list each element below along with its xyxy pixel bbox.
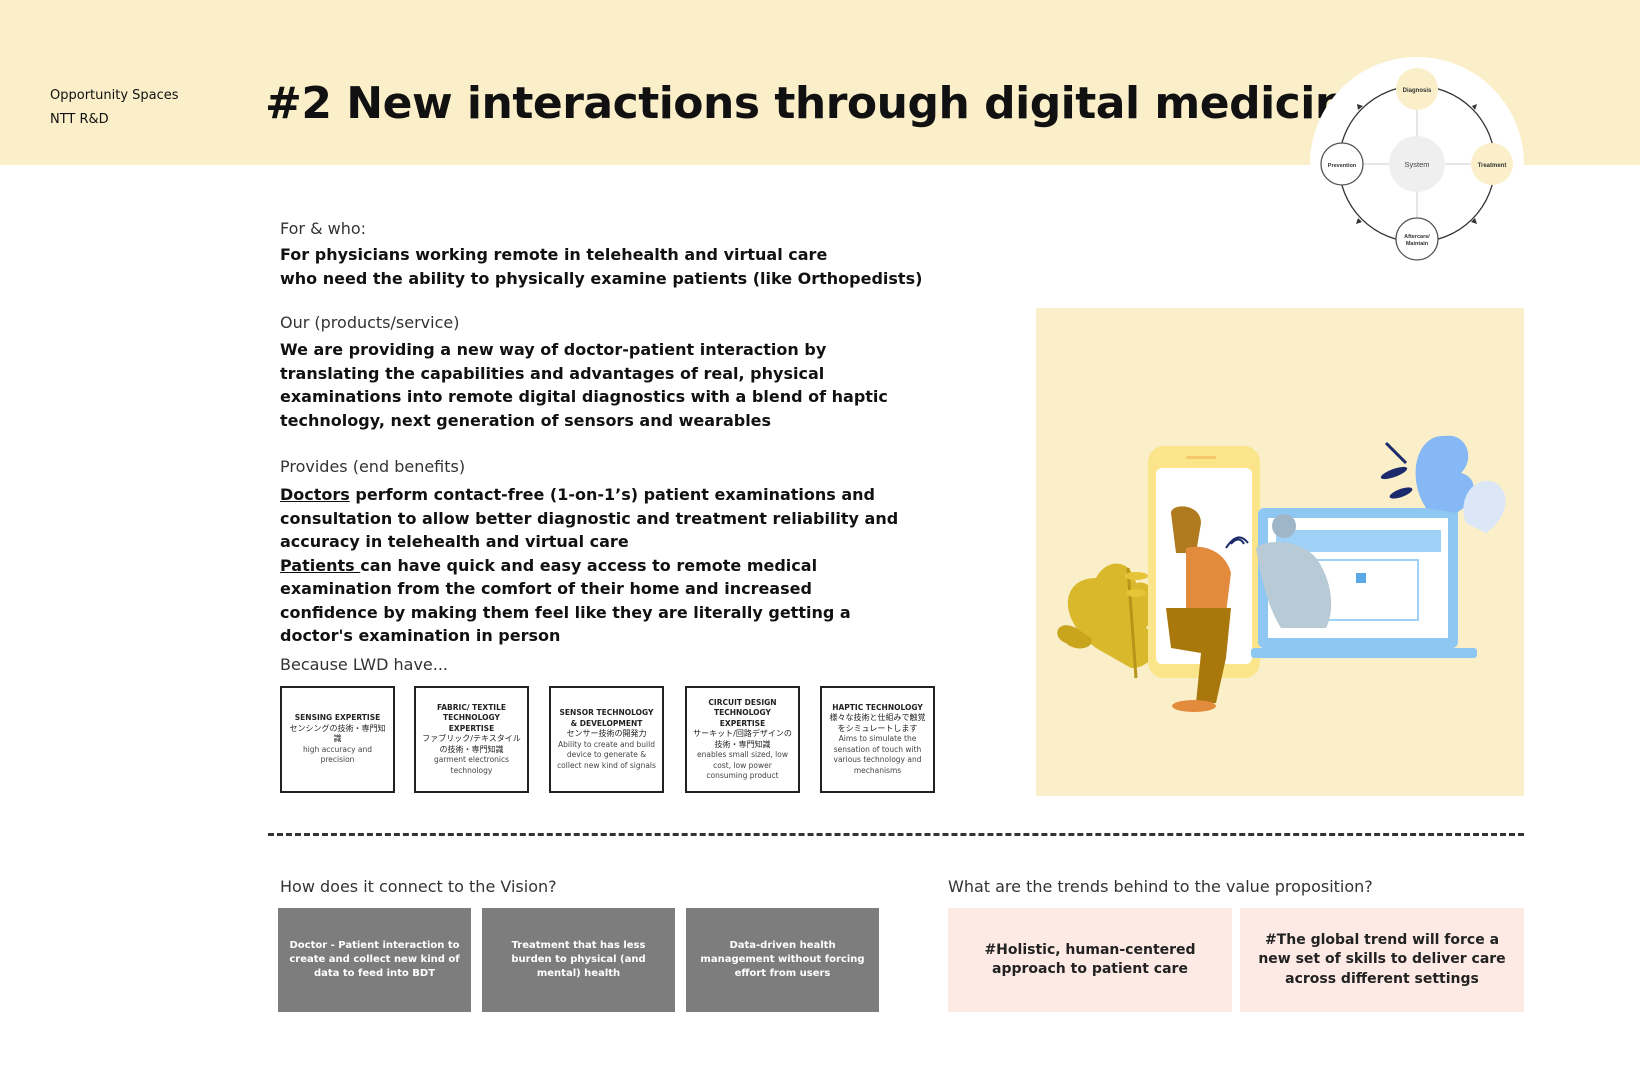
trend-card: #The global trend will force a new set o… [1240, 908, 1524, 1012]
trends-label: What are the trends behind to the value … [948, 877, 1373, 896]
org-line-1: Opportunity Spaces [50, 88, 179, 103]
for-who-text: For physicians working remote in telehea… [280, 243, 980, 290]
capability-card: SENSING EXPERTISE センシングの技術・専門知識 high acc… [280, 686, 395, 793]
vision-card: Data-driven health management without fo… [686, 908, 879, 1012]
org-line-2: NTT R&D [50, 112, 109, 127]
patients-keyword: Patients [280, 555, 361, 575]
capability-title: CIRCUIT DESIGN TECHNOLOGY EXPERTISE [708, 697, 777, 728]
capability-card: HAPTIC TECHNOLOGY 様々な技術と仕組みで触覚をシミュレートします… [820, 686, 935, 793]
illustration-panel [1036, 308, 1524, 796]
vision-card: Treatment that has less burden to physic… [482, 908, 675, 1012]
capability-jp: ファブリック/テキスタイルの技術・専門知識 [422, 734, 521, 754]
products-text: We are providing a new way of doctor-pat… [280, 340, 888, 430]
capability-title: SENSING EXPERTISE [294, 713, 381, 723]
cycle-node-treatment [1471, 143, 1513, 185]
cycle-center-node [1389, 136, 1445, 192]
products-label: Our (products/service) [280, 313, 460, 332]
care-cycle-svg: System Diagnosis Treatment Aftercare/ Ma… [1320, 68, 1513, 261]
cycle-label-aftercare-1: Aftercare/ [1404, 234, 1430, 240]
capability-desc: enables small sized, low cost, low power… [697, 750, 788, 780]
capability-jp: サーキット/回路デザインの技術・専門知識 [693, 729, 792, 749]
cycle-label-diagnosis: Diagnosis [1403, 88, 1432, 94]
cycle-center-label: System [1404, 160, 1429, 169]
benefits-label: Provides (end benefits) [280, 457, 466, 476]
vision-label: How does it connect to the Vision? [280, 877, 557, 896]
benefits-patients: Patients can have quick and easy access … [280, 554, 900, 648]
for-who-line-2: who need the ability to physically exami… [280, 268, 923, 288]
org-info: Opportunity Spaces NTT R&D [50, 84, 179, 132]
cycle-label-prevention: Prevention [1328, 163, 1357, 169]
care-cycle-diagram: System Diagnosis Treatment Aftercare/ Ma… [1310, 57, 1524, 271]
doctor-figure-icon [1272, 514, 1296, 538]
capability-desc: Aims to simulate the sensation of touch … [833, 734, 922, 775]
capability-card: CIRCUIT DESIGN TECHNOLOGY EXPERTISE サーキッ… [685, 686, 800, 793]
ring-arrow-icon [1471, 218, 1477, 224]
page-title: #2 New interactions through digital medi… [265, 78, 1376, 129]
capability-desc: garment electronics technology [433, 755, 510, 775]
capability-card: SENSOR TECHNOLOGY & DEVELOPMENT センサー技術の開… [549, 686, 664, 793]
section-divider [268, 833, 1524, 836]
for-who-line-1: For physicians working remote in telehea… [280, 245, 828, 264]
capability-desc: high accuracy and precision [302, 744, 373, 765]
capability-title: FABRIC/ TEXTILE TECHNOLOGY EXPERTISE [436, 702, 507, 733]
patients-text: can have quick and easy access to remote… [280, 555, 851, 646]
capability-jp: センシングの技術・専門知識 [289, 723, 386, 744]
cycle-node-aftercare [1395, 217, 1439, 261]
vision-card: Doctor - Patient interaction to create a… [278, 908, 471, 1012]
telehealth-illustration [1057, 435, 1506, 712]
capability-jp: 様々な技術と仕組みで触覚をシミュレートします [829, 713, 926, 733]
cycle-label-treatment: Treatment [1478, 163, 1507, 169]
capability-jp: センサー技術の開発力 [566, 729, 647, 738]
capability-title: SENSOR TECHNOLOGY & DEVELOPMENT [559, 708, 654, 728]
benefits-doctors: Doctors perform contact-free (1-on-1’s) … [280, 483, 900, 554]
plant-icon [1067, 563, 1157, 668]
capability-desc: Ability to create and build device to ge… [557, 739, 656, 770]
cycle-node-diagnosis [1396, 68, 1438, 110]
benefits-text: Doctors perform contact-free (1-on-1’s) … [280, 483, 900, 648]
capabilities-label: Because LWD have... [280, 655, 449, 674]
for-who-label: For & who: [280, 219, 367, 238]
cycle-node-prevention [1320, 142, 1364, 186]
trend-card: #Holistic, human-centered approach to pa… [948, 908, 1232, 1012]
capability-card: FABRIC/ TEXTILE TECHNOLOGY EXPERTISE ファブ… [414, 686, 529, 793]
ring-arrow-icon [1357, 104, 1363, 110]
doctors-text: perform contact-free (1-on-1’s) patient … [280, 485, 899, 551]
capability-title: HAPTIC TECHNOLOGY [832, 702, 923, 712]
cycle-label-aftercare-2: Maintain [1406, 241, 1429, 247]
doctors-keyword: Doctors [280, 485, 350, 504]
ring-arrow-icon [1356, 218, 1362, 224]
ring-arrow-icon [1472, 104, 1477, 110]
